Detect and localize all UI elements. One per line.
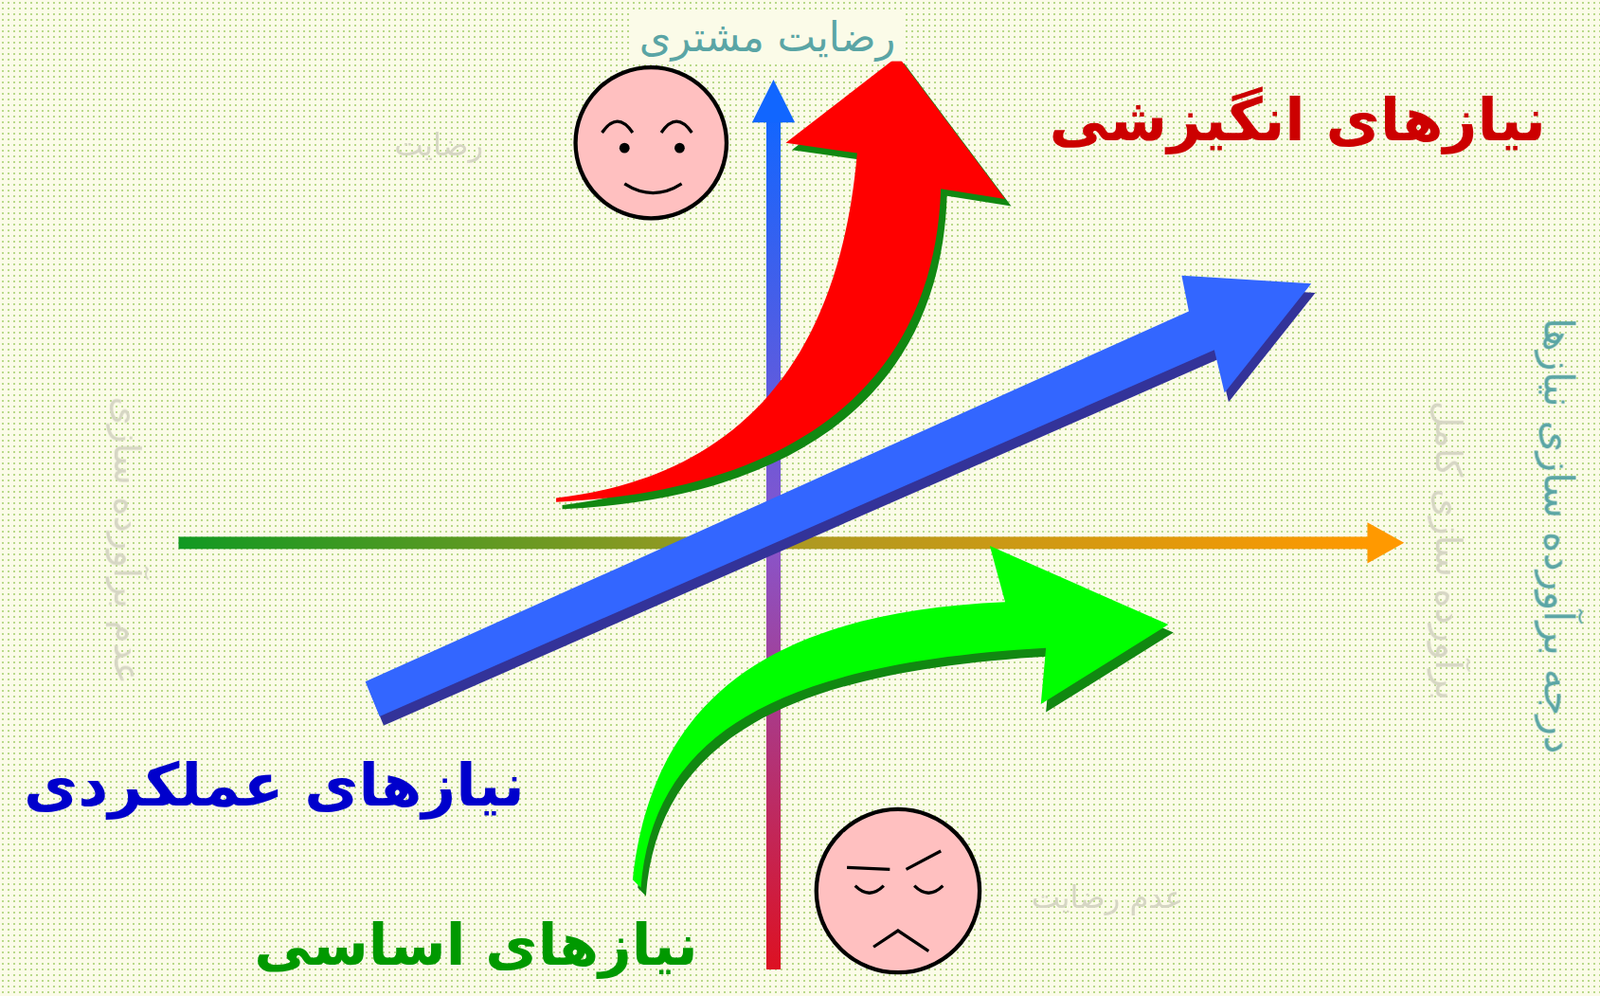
faint-label: عدم رضایت bbox=[1031, 879, 1184, 917]
x-axis-head bbox=[1366, 521, 1404, 563]
basic-curve bbox=[632, 545, 1174, 896]
faint-label: عدم برآورده سازی bbox=[105, 396, 150, 684]
category-label: نیازهای انگیزشی bbox=[1049, 85, 1547, 157]
happy-face bbox=[575, 67, 727, 218]
category-label: نیازهای اساسی bbox=[253, 910, 698, 979]
category-label: نیازهای عملکردی bbox=[23, 750, 525, 822]
axis-title: رضایت مشتری bbox=[632, 12, 901, 62]
y-axis-head bbox=[752, 79, 795, 123]
angry-face bbox=[816, 808, 980, 972]
faint-label: رضایت bbox=[394, 126, 484, 164]
faint-label: برآورده سازی کامل bbox=[1426, 400, 1472, 701]
axis-title: درجه برآورده سازی نیازها bbox=[1534, 317, 1584, 754]
